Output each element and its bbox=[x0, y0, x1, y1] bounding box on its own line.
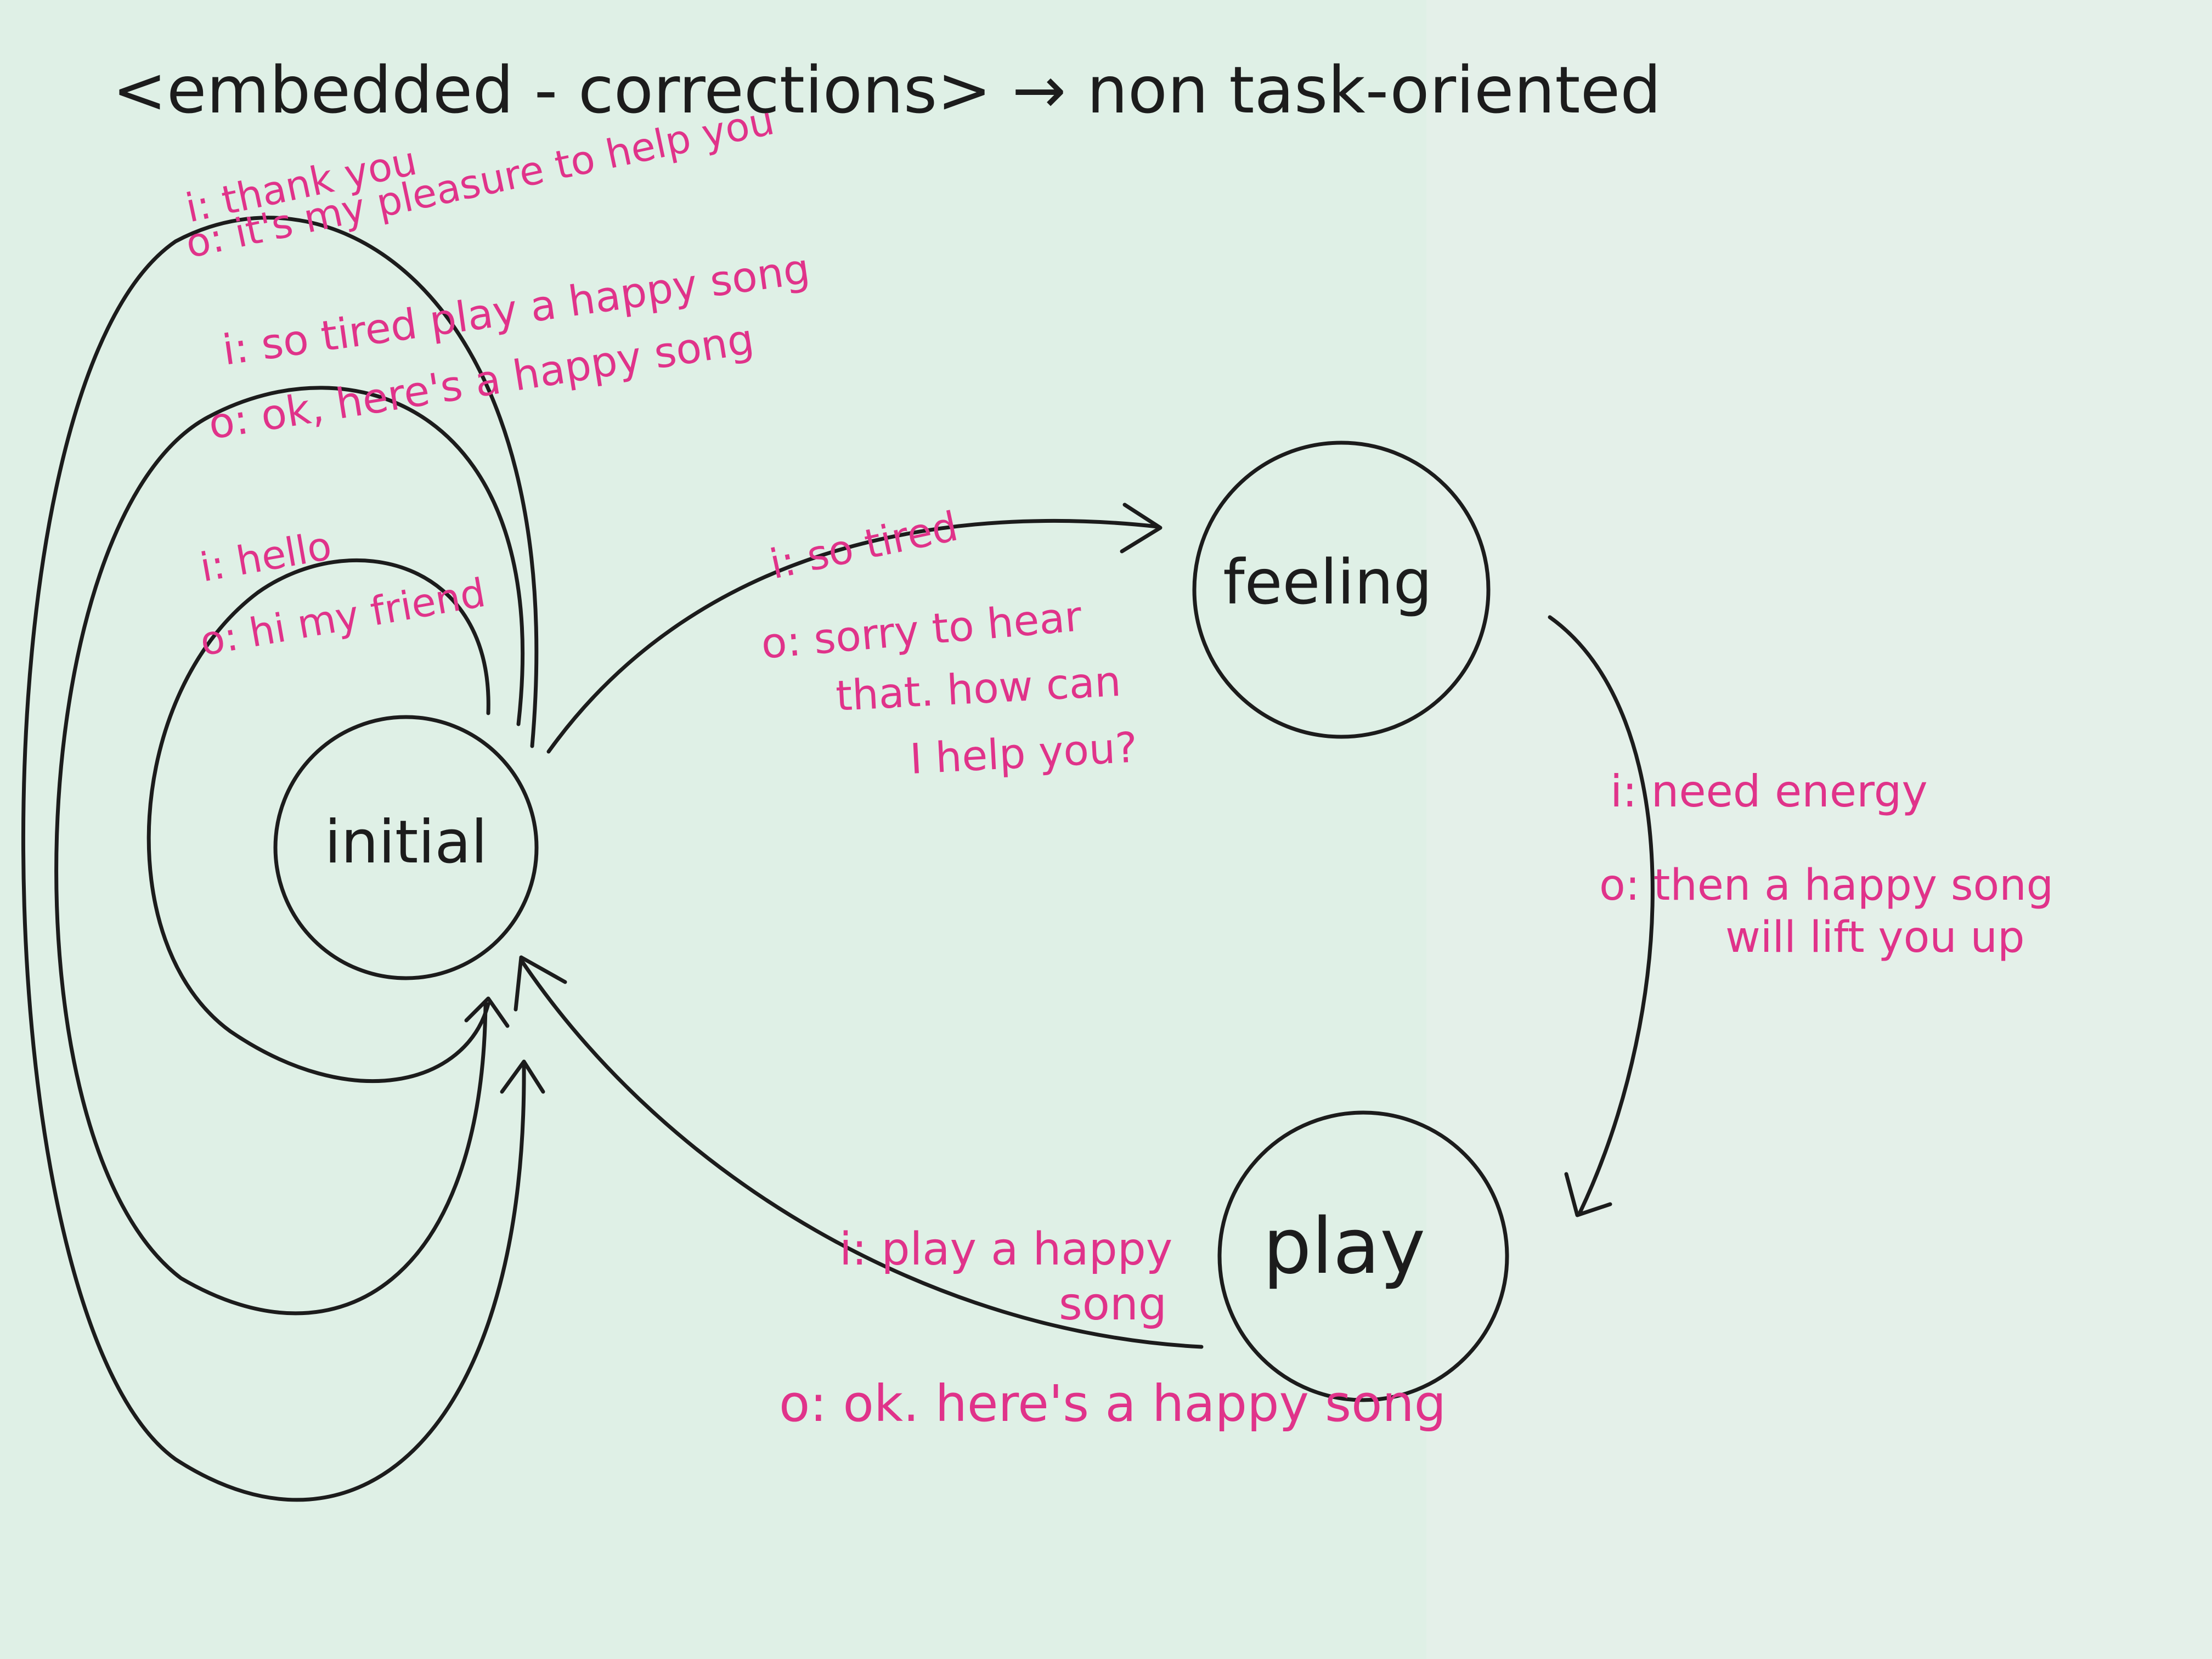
state-initial: initial bbox=[273, 715, 539, 980]
label-to-initial-output: o: ok. here's a happy song bbox=[779, 1374, 1446, 1433]
arrowhead-to-feeling bbox=[1120, 503, 1163, 554]
state-initial-label: initial bbox=[325, 808, 488, 877]
paper-shade bbox=[1426, 0, 2212, 1659]
label-to-feeling-output-3: I help you? bbox=[909, 723, 1138, 783]
arrowhead-to-initial bbox=[514, 955, 567, 1012]
label-to-play-input: i: need energy bbox=[1610, 766, 1928, 817]
arrow-self-tired-play bbox=[54, 386, 525, 1316]
state-feeling-label: feeling bbox=[1223, 547, 1432, 618]
arrowhead-self-hello bbox=[464, 996, 510, 1028]
state-play: play bbox=[1217, 1110, 1509, 1402]
arrow-play-to-initial bbox=[519, 958, 1204, 1349]
arrow-self-thanks bbox=[21, 216, 539, 1502]
state-feeling: feeling bbox=[1192, 441, 1491, 739]
arrow-feeling-to-play bbox=[1548, 615, 1655, 1215]
label-to-play-output-2: will lift you up bbox=[1725, 913, 2024, 962]
state-play-label: play bbox=[1263, 1202, 1425, 1291]
label-to-play-output-1: o: then a happy song bbox=[1599, 861, 2053, 910]
state-play-circle bbox=[1217, 1110, 1509, 1402]
heading-title: <embedded - corrections> → non task-orie… bbox=[112, 52, 1661, 128]
arrow-self-hello bbox=[146, 558, 490, 1084]
label-to-initial-input-2: song bbox=[1059, 1278, 1167, 1330]
label-to-initial-input-1: i: play a happy bbox=[839, 1223, 1172, 1276]
arrowhead-self-thanks bbox=[500, 1059, 545, 1094]
state-initial-circle bbox=[273, 715, 539, 980]
arrow-initial-to-feeling bbox=[546, 518, 1160, 754]
state-feeling-circle bbox=[1192, 441, 1491, 739]
arrowhead-to-play bbox=[1564, 1172, 1612, 1217]
